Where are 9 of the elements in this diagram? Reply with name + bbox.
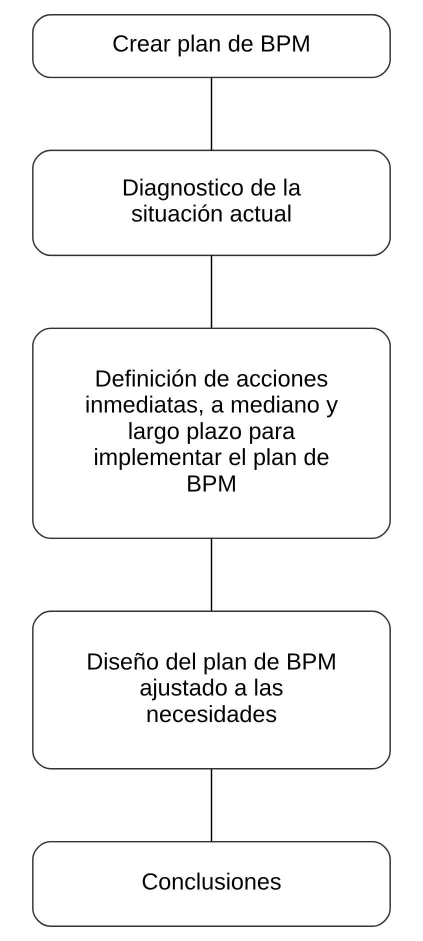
node-box: Diagnostico de la situación actual <box>32 150 391 256</box>
connector <box>210 769 212 842</box>
node-box: Conclusiones <box>32 840 391 927</box>
connector <box>210 538 212 611</box>
node-box: Definición de acciones inmediatas, a mediano y largo plazo para implementar el plan de BPM <box>32 328 391 540</box>
connector <box>210 255 212 328</box>
node-box: Diseño del plan de BPM ajustado a las necesidades <box>32 610 391 770</box>
connector <box>210 78 212 150</box>
node-box: Crear plan de BPM <box>32 14 391 78</box>
